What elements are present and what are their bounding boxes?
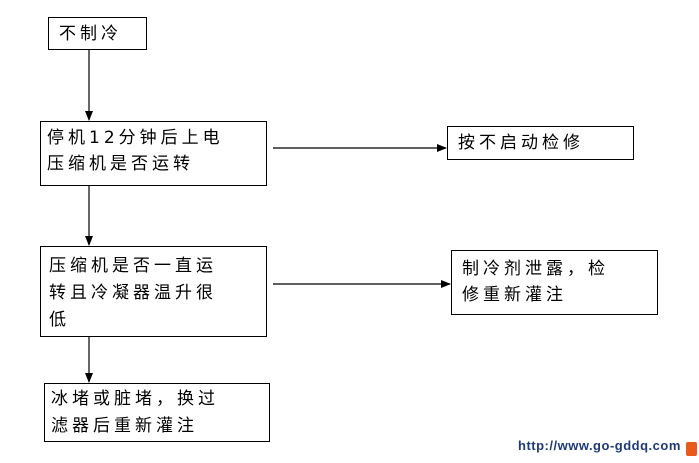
node-refrigerant-leak: 制冷剂泄露，检 修重新灌注 bbox=[451, 250, 658, 315]
node-ice-dirty-block: 冰堵或脏堵，换过 滤器后重新灌注 bbox=[44, 383, 270, 442]
node-no-cooling-line-1: 不制冷 bbox=[59, 24, 122, 44]
node-restart-check-line-2: 压缩机是否运转 bbox=[47, 154, 194, 174]
node-ice-dirty-block-line-2: 滤器后重新灌注 bbox=[51, 416, 198, 436]
node-refrigerant-leak-line-1: 制冷剂泄露，检 bbox=[462, 259, 609, 279]
node-compressor-running-check-line-3: 低 bbox=[49, 310, 70, 330]
node-restart-check: 停机12分钟后上电 压缩机是否运转 bbox=[40, 121, 267, 186]
watermark-url: http://www.go-gddq.com bbox=[518, 438, 681, 453]
node-restart-check-line-1: 停机12分钟后上电 bbox=[47, 128, 224, 148]
node-ice-dirty-block-line-1: 冰堵或脏堵，换过 bbox=[51, 389, 219, 409]
node-compressor-running-check: 压缩机是否一直运 转且冷凝器温升很 低 bbox=[40, 246, 267, 337]
node-not-start-repair: 按不启动检修 bbox=[447, 126, 634, 160]
watermark-logo-icon bbox=[686, 442, 697, 456]
node-no-cooling: 不制冷 bbox=[48, 17, 147, 50]
node-compressor-running-check-line-2: 转且冷凝器温升很 bbox=[49, 283, 217, 303]
node-compressor-running-check-line-1: 压缩机是否一直运 bbox=[49, 256, 217, 276]
node-not-start-repair-line-1: 按不启动检修 bbox=[458, 133, 584, 153]
node-refrigerant-leak-line-2: 修重新灌注 bbox=[462, 285, 567, 305]
